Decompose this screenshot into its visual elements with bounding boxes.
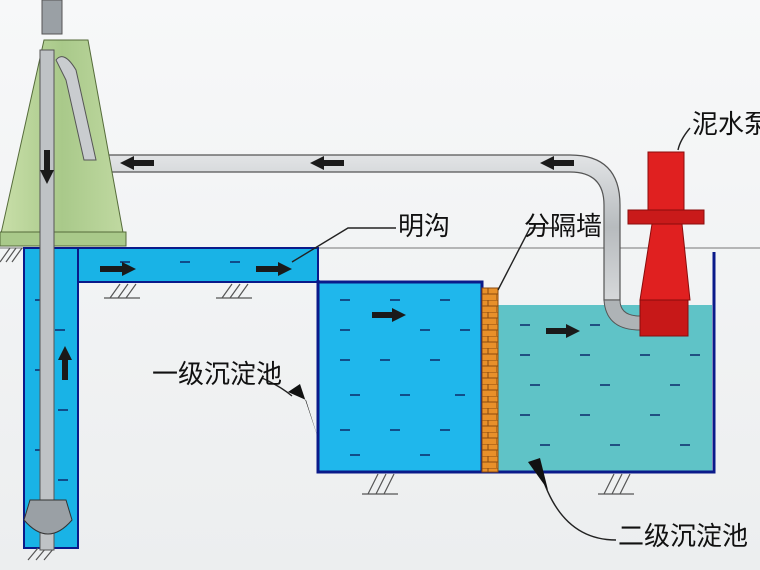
primary-tank-water xyxy=(316,280,484,474)
partition-wall xyxy=(481,287,499,473)
tower-base xyxy=(0,231,127,247)
flow-arrow-icon xyxy=(40,150,580,380)
cutter-head xyxy=(23,499,73,535)
label-primary-tank: 一级沉淀池 xyxy=(152,360,283,390)
label-open-ditch: 明沟 xyxy=(398,212,451,242)
label-secondary-tank: 二级沉淀池 xyxy=(618,522,749,552)
callout-arrow-icon xyxy=(288,384,548,490)
mud-pump xyxy=(627,151,705,337)
ditch-water xyxy=(24,247,319,283)
tower-pipe-inner xyxy=(39,49,55,551)
label-partition-wall: 分隔墙 xyxy=(524,212,603,242)
secondary-tank-walls xyxy=(482,252,716,474)
ground-hatch-icon xyxy=(0,247,634,561)
tower-top-post xyxy=(41,0,63,35)
label-mud-pump: 泥水泵 xyxy=(692,110,760,140)
tower-feed-pipe xyxy=(55,56,97,161)
